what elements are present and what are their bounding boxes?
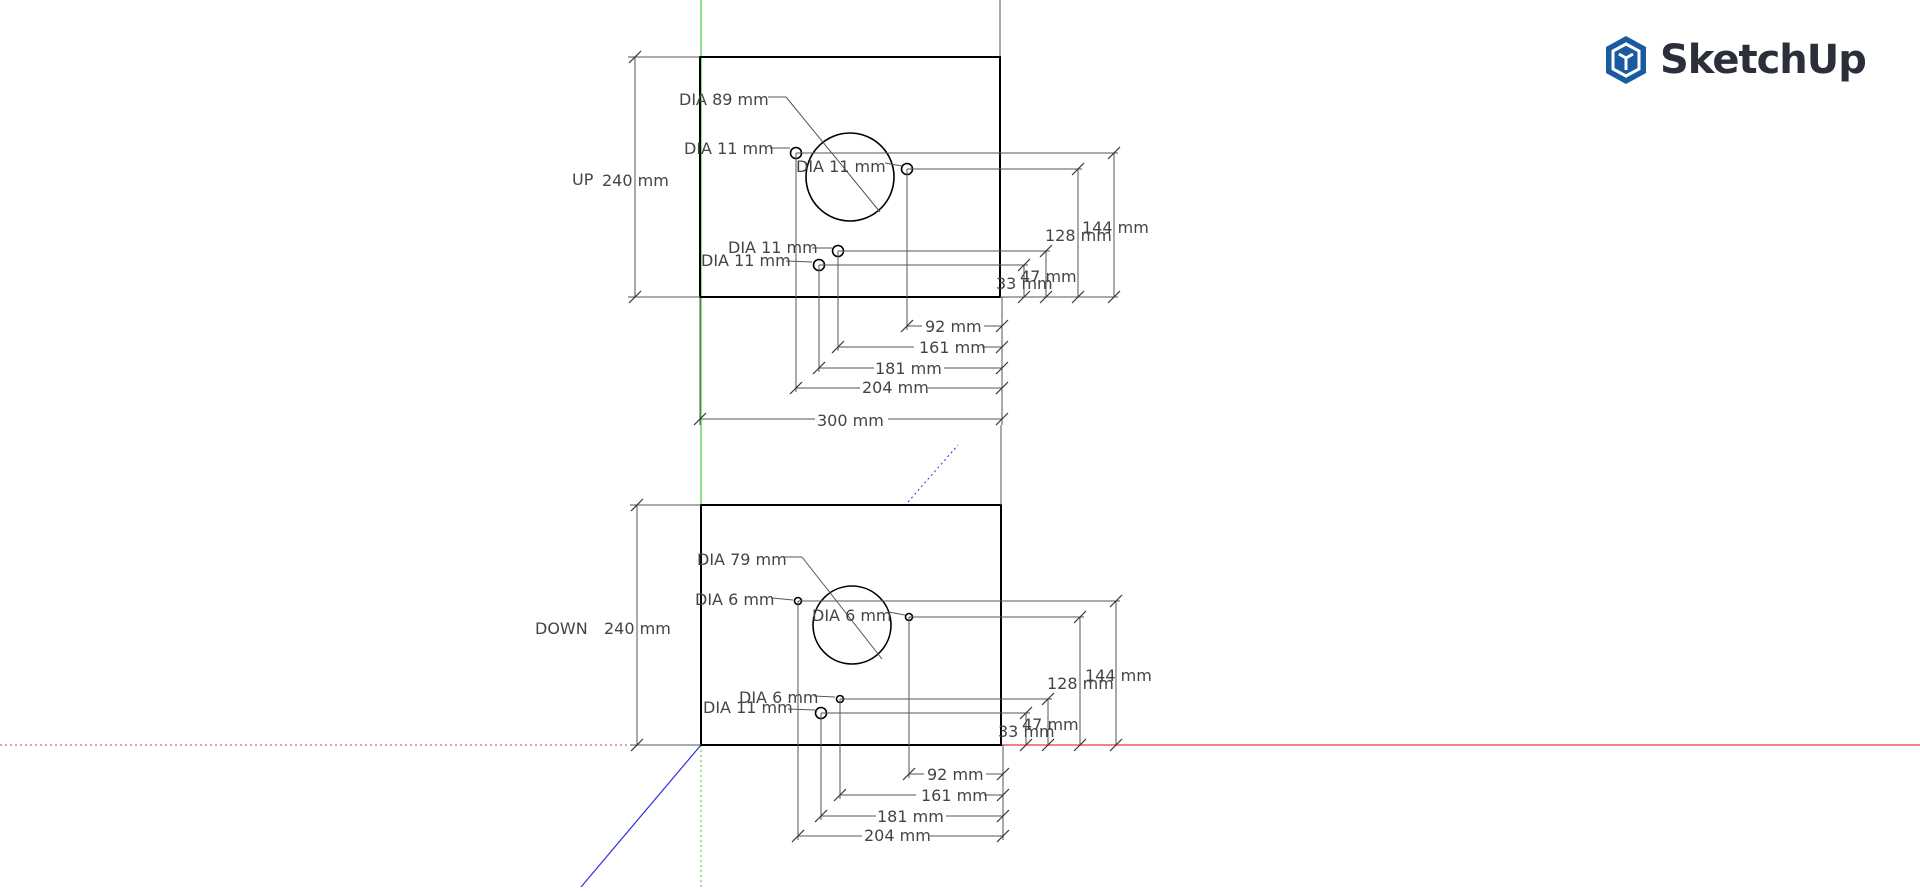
center-hole[interactable] <box>805 132 895 222</box>
width-dimension: 300 mm <box>817 411 884 430</box>
up-view[interactable]: UP 240 mm 300 mm DIA 89 mm DIA 11 mm DIA… <box>572 50 1149 430</box>
hole-label: DIA 6 mm <box>695 590 775 609</box>
center-hole[interactable] <box>812 585 892 665</box>
vertical-dimension: 33 mm <box>998 722 1055 741</box>
horizontal-dimension: 161 mm <box>919 338 986 357</box>
plate-outline[interactable] <box>700 504 1002 746</box>
horizontal-dimension: 92 mm <box>925 317 982 336</box>
inference-line <box>907 444 959 503</box>
sketchup-logo-icon <box>1606 36 1646 84</box>
hole-label: DIA 11 mm <box>728 238 818 257</box>
vertical-dimension: 144 mm <box>1085 666 1152 685</box>
brand-name: SketchUp <box>1660 37 1867 83</box>
horizontal-dimension: 181 mm <box>877 807 944 826</box>
hole-label: DIA 11 mm <box>701 251 791 270</box>
horizontal-dimension: 181 mm <box>875 359 942 378</box>
horizontal-dimension: 204 mm <box>864 826 931 845</box>
hole-label: DIA 11 mm <box>684 139 774 158</box>
horizontal-dimension: 92 mm <box>927 765 984 784</box>
center-hole-label: DIA 89 mm <box>679 90 769 109</box>
hole-label: DIA 11 mm <box>796 157 886 176</box>
vertical-dimension: 33 mm <box>996 274 1053 293</box>
horizontal-dimension: 204 mm <box>862 378 929 397</box>
hole-label: DIA 6 mm <box>739 688 819 707</box>
side-label: DOWN <box>535 619 588 638</box>
vertical-dimension: 144 mm <box>1082 218 1149 237</box>
height-dimension: 240 mm <box>604 619 671 638</box>
vertical-dimension: 128 mm <box>1045 226 1112 245</box>
sketchup-logo: SketchUp <box>1602 34 1867 86</box>
horizontal-dimension: 161 mm <box>921 786 988 805</box>
blue-axis <box>580 744 702 888</box>
plate-outline[interactable] <box>699 56 1001 298</box>
vertical-dimension: 47 mm <box>1020 267 1077 286</box>
hole-label: DIA 11 mm <box>703 698 793 717</box>
down-view[interactable]: DOWN 240 mm DIA 79 mm DIA 6 mm DIA 6 mm … <box>535 425 1152 845</box>
hole-label: DIA 6 mm <box>812 606 892 625</box>
height-dimension: 240 mm <box>602 171 669 190</box>
side-label: UP <box>572 170 594 189</box>
center-hole-label: DIA 79 mm <box>697 550 787 569</box>
vertical-dimension: 128 mm <box>1047 674 1114 693</box>
vertical-dimension: 47 mm <box>1022 715 1079 734</box>
